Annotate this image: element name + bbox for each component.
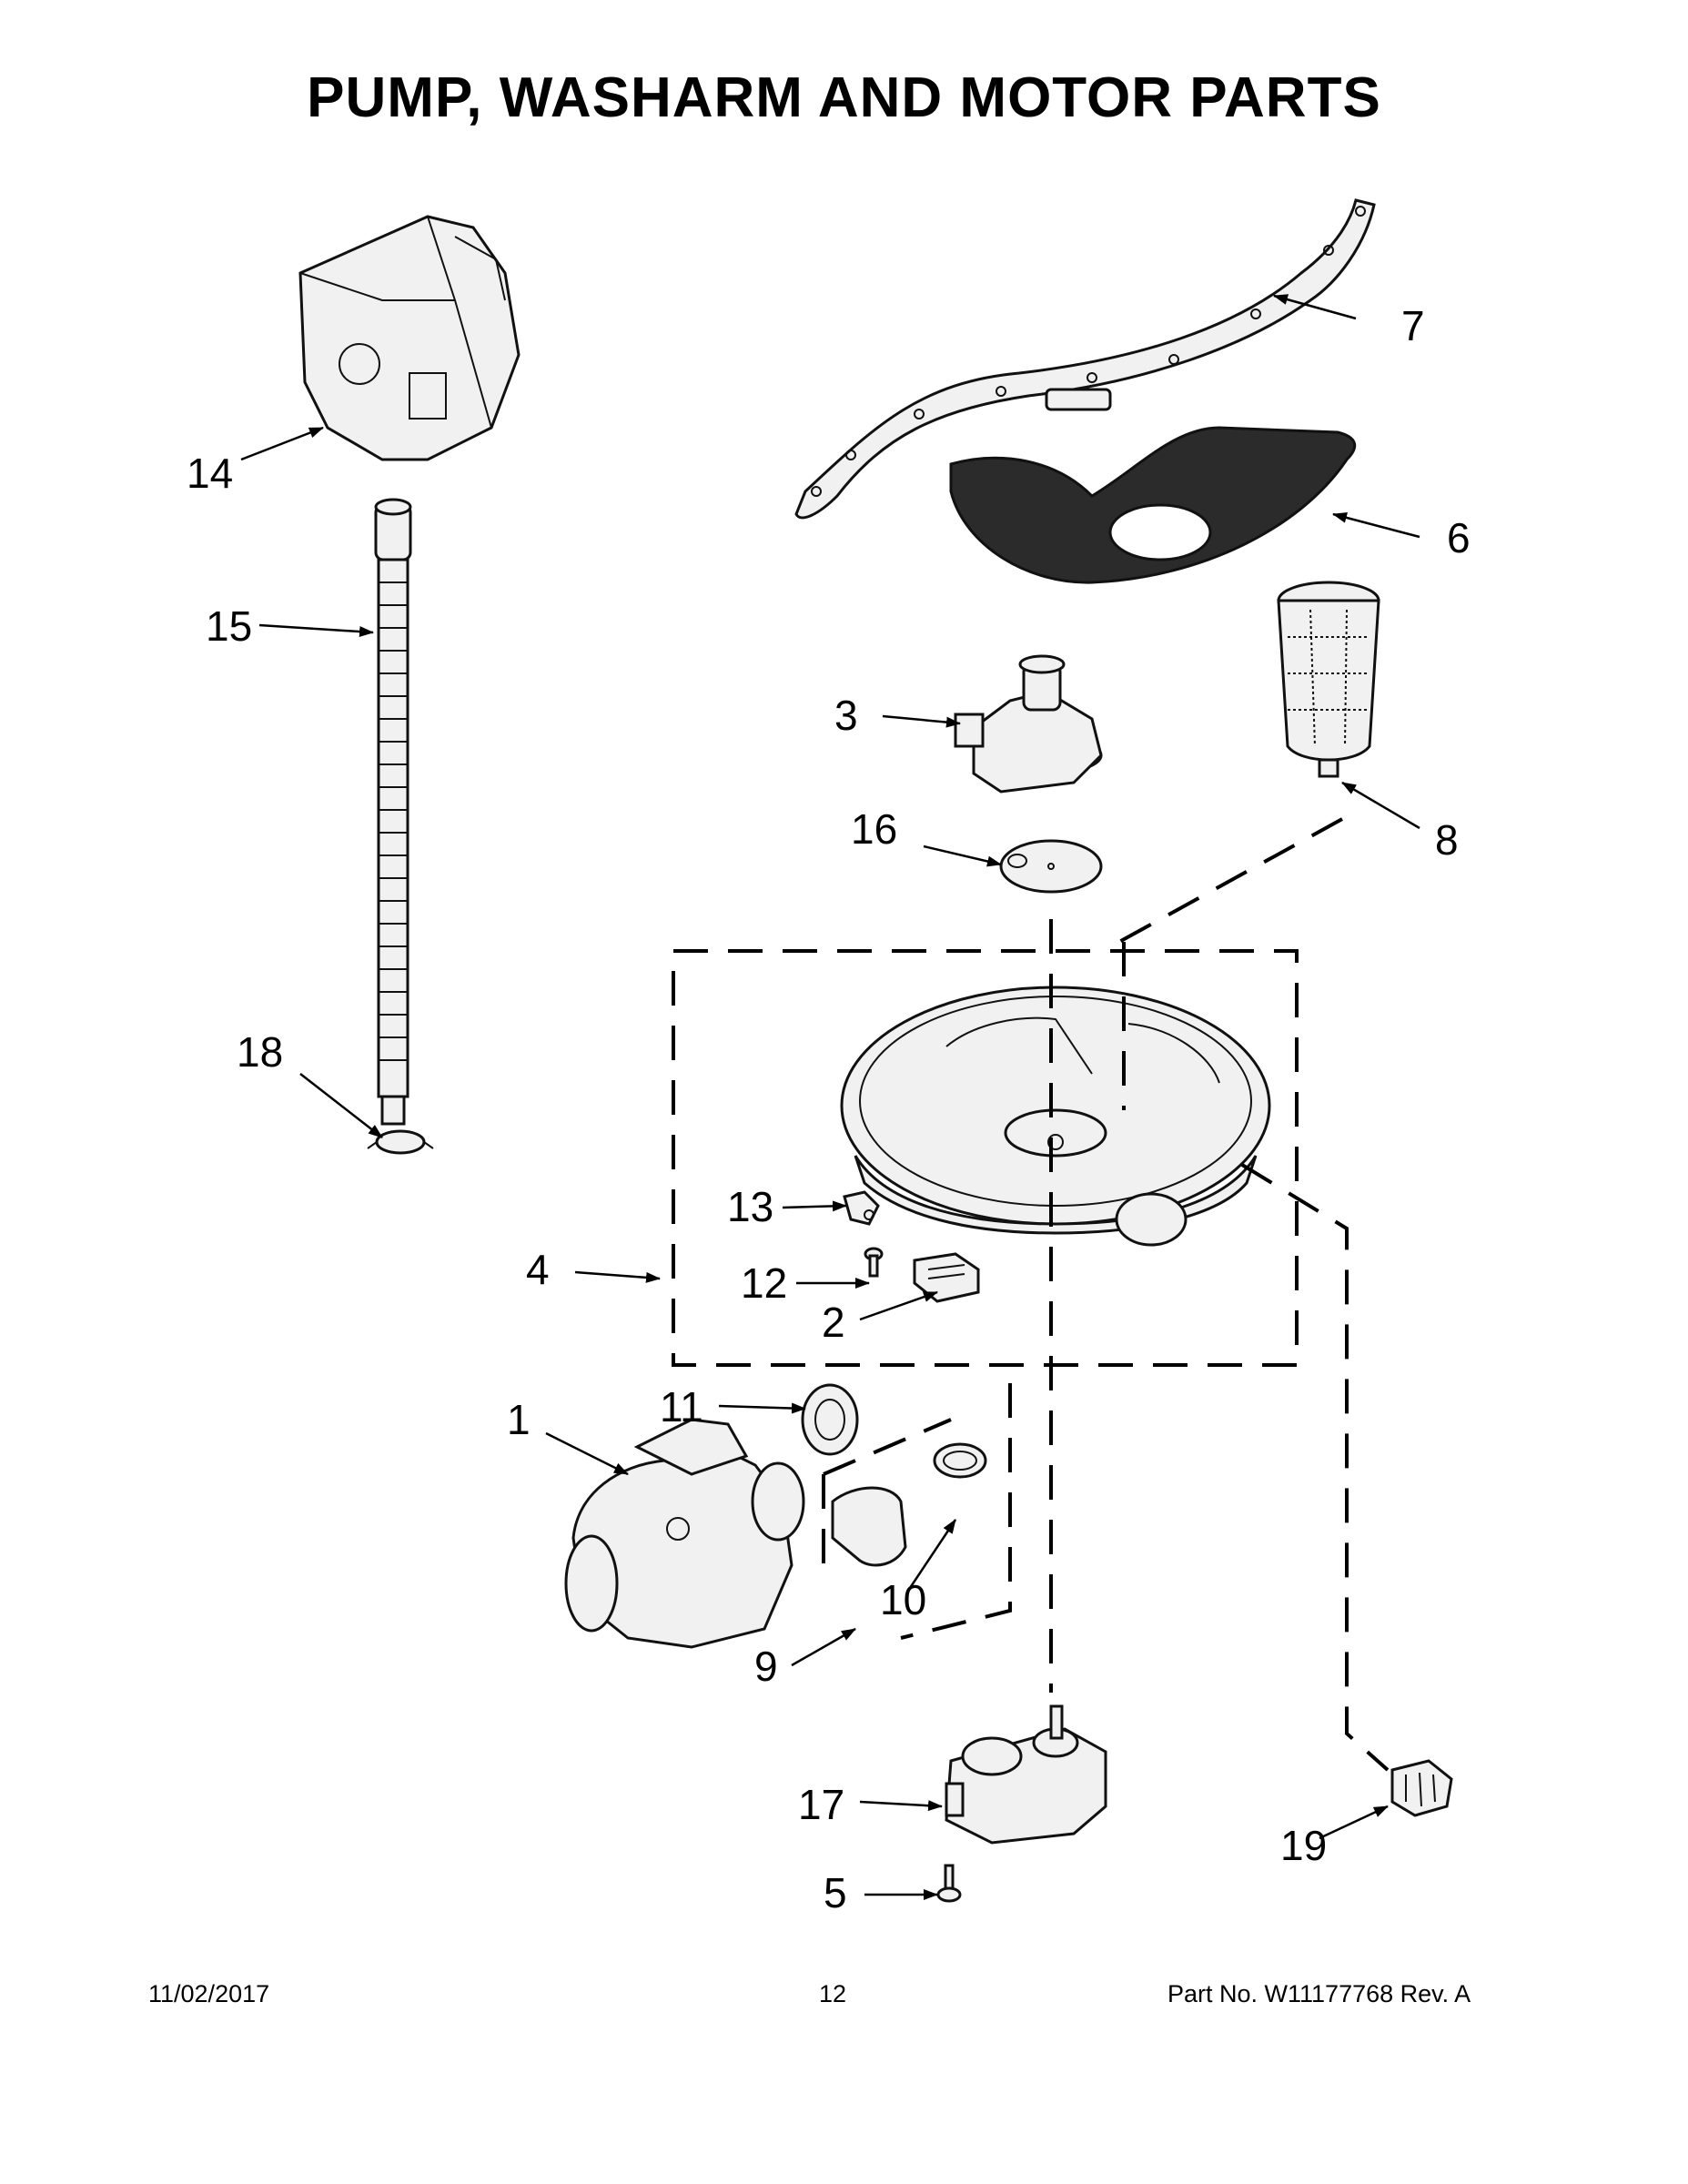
part-11-seal[interactable] bbox=[801, 1383, 859, 1456]
callout-4: 4 bbox=[526, 1246, 550, 1293]
callout-9: 9 bbox=[754, 1643, 778, 1690]
part-17-actuator[interactable] bbox=[945, 1704, 1107, 2184]
callout-5: 5 bbox=[824, 1869, 847, 1916]
part-8-filter[interactable] bbox=[1277, 581, 1380, 778]
part-16-gasket[interactable] bbox=[999, 839, 1103, 894]
callout-6: 6 bbox=[1447, 514, 1471, 561]
callout-15: 15 bbox=[206, 602, 253, 650]
part-5-screw[interactable] bbox=[936, 1864, 962, 1903]
callout-8: 8 bbox=[1435, 816, 1459, 864]
footer-date: 11/02/2017 bbox=[148, 1980, 270, 2007]
callout-11: 11 bbox=[660, 1383, 703, 1431]
callout-18: 18 bbox=[237, 1028, 284, 1076]
page-title: PUMP, WASHARM AND MOTOR PARTS bbox=[307, 66, 1381, 129]
callout-7: 7 bbox=[1401, 302, 1425, 349]
part-2-connector[interactable] bbox=[913, 1252, 980, 1303]
callout-10: 10 bbox=[880, 1576, 927, 1623]
part-4-sump[interactable] bbox=[840, 986, 1271, 1247]
callout-3: 3 bbox=[834, 692, 858, 739]
callout-16: 16 bbox=[851, 805, 898, 853]
part-13-clip[interactable] bbox=[843, 1190, 880, 1226]
callout-13: 13 bbox=[727, 1183, 774, 1230]
assembly-dash-lines bbox=[672, 817, 1390, 1772]
part-18-clamp[interactable] bbox=[367, 1129, 434, 1155]
callout-14: 14 bbox=[187, 450, 234, 497]
part-7-wash-arm[interactable] bbox=[794, 198, 1376, 520]
callout-19: 19 bbox=[1280, 1822, 1328, 1869]
part-15-hose[interactable] bbox=[374, 498, 412, 1126]
footer-page-number: 12 bbox=[819, 1980, 847, 2007]
callout-2: 2 bbox=[822, 1299, 845, 1346]
footer-part-number: Part No. W11177768 Rev. A bbox=[1167, 1980, 1471, 2007]
part-14-housing[interactable] bbox=[298, 215, 521, 461]
part-1-motor[interactable] bbox=[564, 1418, 805, 1649]
part-19-sensor[interactable] bbox=[1390, 1759, 1453, 1817]
part-12-screw[interactable] bbox=[864, 1247, 884, 1278]
part-6-shield[interactable] bbox=[949, 426, 1357, 584]
callout-leaders bbox=[240, 294, 1420, 1900]
callout-1: 1 bbox=[507, 1396, 531, 1443]
callout-12: 12 bbox=[741, 1259, 788, 1307]
part-3-diverter[interactable] bbox=[954, 654, 1103, 794]
part-10-hose-clamp[interactable] bbox=[831, 1442, 987, 1567]
callout-17: 17 bbox=[798, 1781, 845, 1828]
